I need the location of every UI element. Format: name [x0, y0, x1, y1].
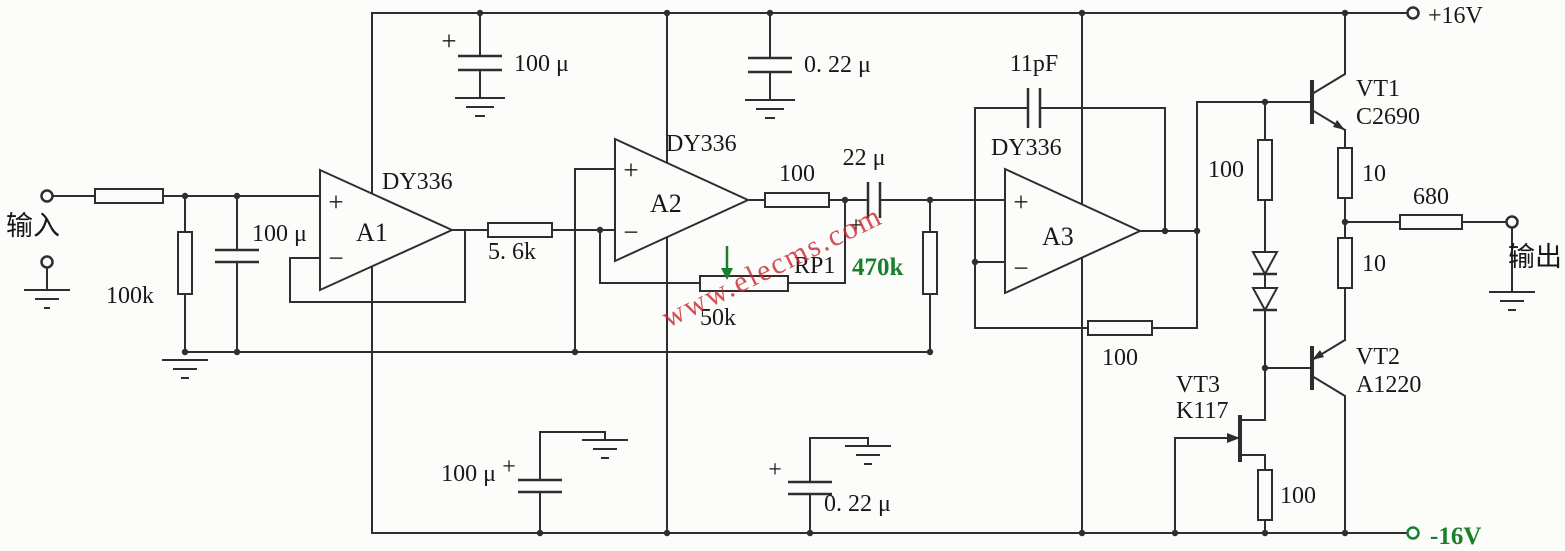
potentiometer-rp1: [699, 275, 789, 292]
vt2-part: A1220: [1356, 372, 1421, 398]
a1-minus-sign: −: [328, 243, 343, 273]
r-100-source-label: 100: [1280, 483, 1316, 509]
ground-symbols: [24, 97, 1535, 465]
input-ground-terminal: [40, 255, 54, 269]
resistor-100-bias: [1257, 139, 1273, 201]
a1-name: A1: [356, 218, 388, 247]
diodes: [1251, 251, 1279, 313]
capacitors: [215, 54, 1042, 496]
resistor-10-top: [1337, 147, 1353, 199]
resistor-5k6: [487, 222, 553, 238]
c-100u-input-label: 100 μ: [252, 221, 307, 247]
resistor-100k: [177, 231, 193, 295]
c-0u22-bottom-label: 0. 22 μ: [824, 491, 891, 517]
capacitor-22u: [866, 182, 882, 218]
a2-part: DY336: [666, 131, 737, 157]
junction-dots: [181, 9, 1349, 537]
resistor-470k: [922, 231, 938, 295]
r-5k6-label: 5. 6k: [488, 239, 536, 265]
ground-icon: [455, 97, 505, 117]
a1-part: DY336: [382, 169, 453, 195]
r-470k-label: 470k: [852, 254, 904, 281]
opamp-a2: [614, 137, 751, 263]
rp1-value-label: 50k: [700, 305, 736, 331]
rp1-name-label: RP1: [794, 253, 835, 279]
vt3-part: K117: [1176, 398, 1228, 424]
vminus-terminal: [1406, 526, 1420, 540]
vt1-emitter-arrow-icon: [1333, 120, 1345, 130]
capacitor-0u22-bottom: [788, 480, 832, 496]
opamps: [319, 137, 1143, 295]
ground-icon: [845, 445, 891, 465]
c-100u-top-plus: +: [441, 26, 456, 56]
vt1-name: VT1: [1356, 76, 1400, 102]
a1-plus-sign: +: [328, 187, 343, 217]
vt2-emitter-arrow-icon: [1312, 350, 1324, 360]
a2-name: A2: [650, 189, 682, 218]
capacitor-0u22-top: [748, 56, 792, 74]
a3-minus-sign: −: [1013, 253, 1028, 283]
r-100-a2-label: 100: [779, 161, 815, 187]
c-100u-bottom-label: 100 μ: [441, 461, 496, 487]
a3-plus-sign: +: [1013, 187, 1028, 217]
vt2-name: VT2: [1356, 344, 1400, 370]
ground-icon: [582, 439, 628, 459]
diode-2: [1251, 287, 1279, 313]
a3-part: DY336: [991, 135, 1062, 161]
r-10-bottom-label: 10: [1362, 251, 1386, 277]
vt3-gate-arrow-icon: [1227, 433, 1240, 443]
capacitor-100u-top: [458, 54, 502, 72]
diode-1: [1251, 251, 1279, 277]
output-label: 输出: [1508, 242, 1562, 272]
ground-icon: [1489, 291, 1535, 311]
pot-wiper: [721, 246, 733, 280]
c-0u22-bottom-plus: +: [768, 457, 782, 483]
labels: +16V -16V 输入 输出 100k 100 μ + 100 μ 0. 22…: [6, 3, 1562, 550]
capacitor-11pf: [1026, 88, 1042, 128]
resistors: [94, 139, 1463, 521]
input-terminal: [40, 189, 54, 203]
a3-name: A3: [1042, 222, 1074, 251]
vplus-terminal: [1406, 6, 1420, 20]
ground-icon: [162, 359, 208, 379]
vt1-part: C2690: [1356, 104, 1420, 130]
capacitor-100u-input: [215, 248, 259, 264]
transistors: [1227, 80, 1345, 462]
opamp-a3: [1004, 167, 1143, 295]
c-11pf-label: 11pF: [1010, 51, 1058, 77]
ground-icon: [745, 99, 795, 119]
c-100u-top-label: 100 μ: [514, 51, 569, 77]
ground-icon: [24, 289, 70, 309]
resistor-input-series: [94, 188, 164, 204]
c-22u-plus: +: [849, 213, 863, 239]
vt3-name: VT3: [1176, 372, 1220, 398]
terminals: [40, 6, 1519, 540]
opamp-a1: [319, 168, 455, 292]
output-terminal: [1505, 215, 1519, 229]
resistor-10-bottom: [1337, 237, 1353, 289]
resistor-100-source: [1257, 469, 1273, 521]
r-100-feedback-label: 100: [1102, 345, 1138, 371]
c-0u22-top-label: 0. 22 μ: [804, 52, 871, 78]
resistor-680: [1399, 214, 1463, 230]
a2-minus-sign: −: [623, 217, 638, 247]
r-10-top-label: 10: [1362, 161, 1386, 187]
capacitor-100u-bottom: [518, 478, 562, 494]
c-22u-label: 22 μ: [843, 145, 886, 171]
resistor-100-feedback: [1087, 320, 1153, 336]
r-100k-label: 100k: [106, 283, 154, 309]
r-680-label: 680: [1413, 184, 1449, 210]
a2-plus-sign: +: [623, 155, 638, 185]
resistor-100-a2: [764, 192, 830, 208]
r-100-bias-label: 100: [1208, 157, 1244, 183]
c-100u-bottom-plus: +: [502, 454, 516, 480]
input-label: 输入: [6, 211, 60, 241]
vplus-label: +16V: [1428, 3, 1484, 29]
vminus-label: -16V: [1430, 523, 1481, 550]
